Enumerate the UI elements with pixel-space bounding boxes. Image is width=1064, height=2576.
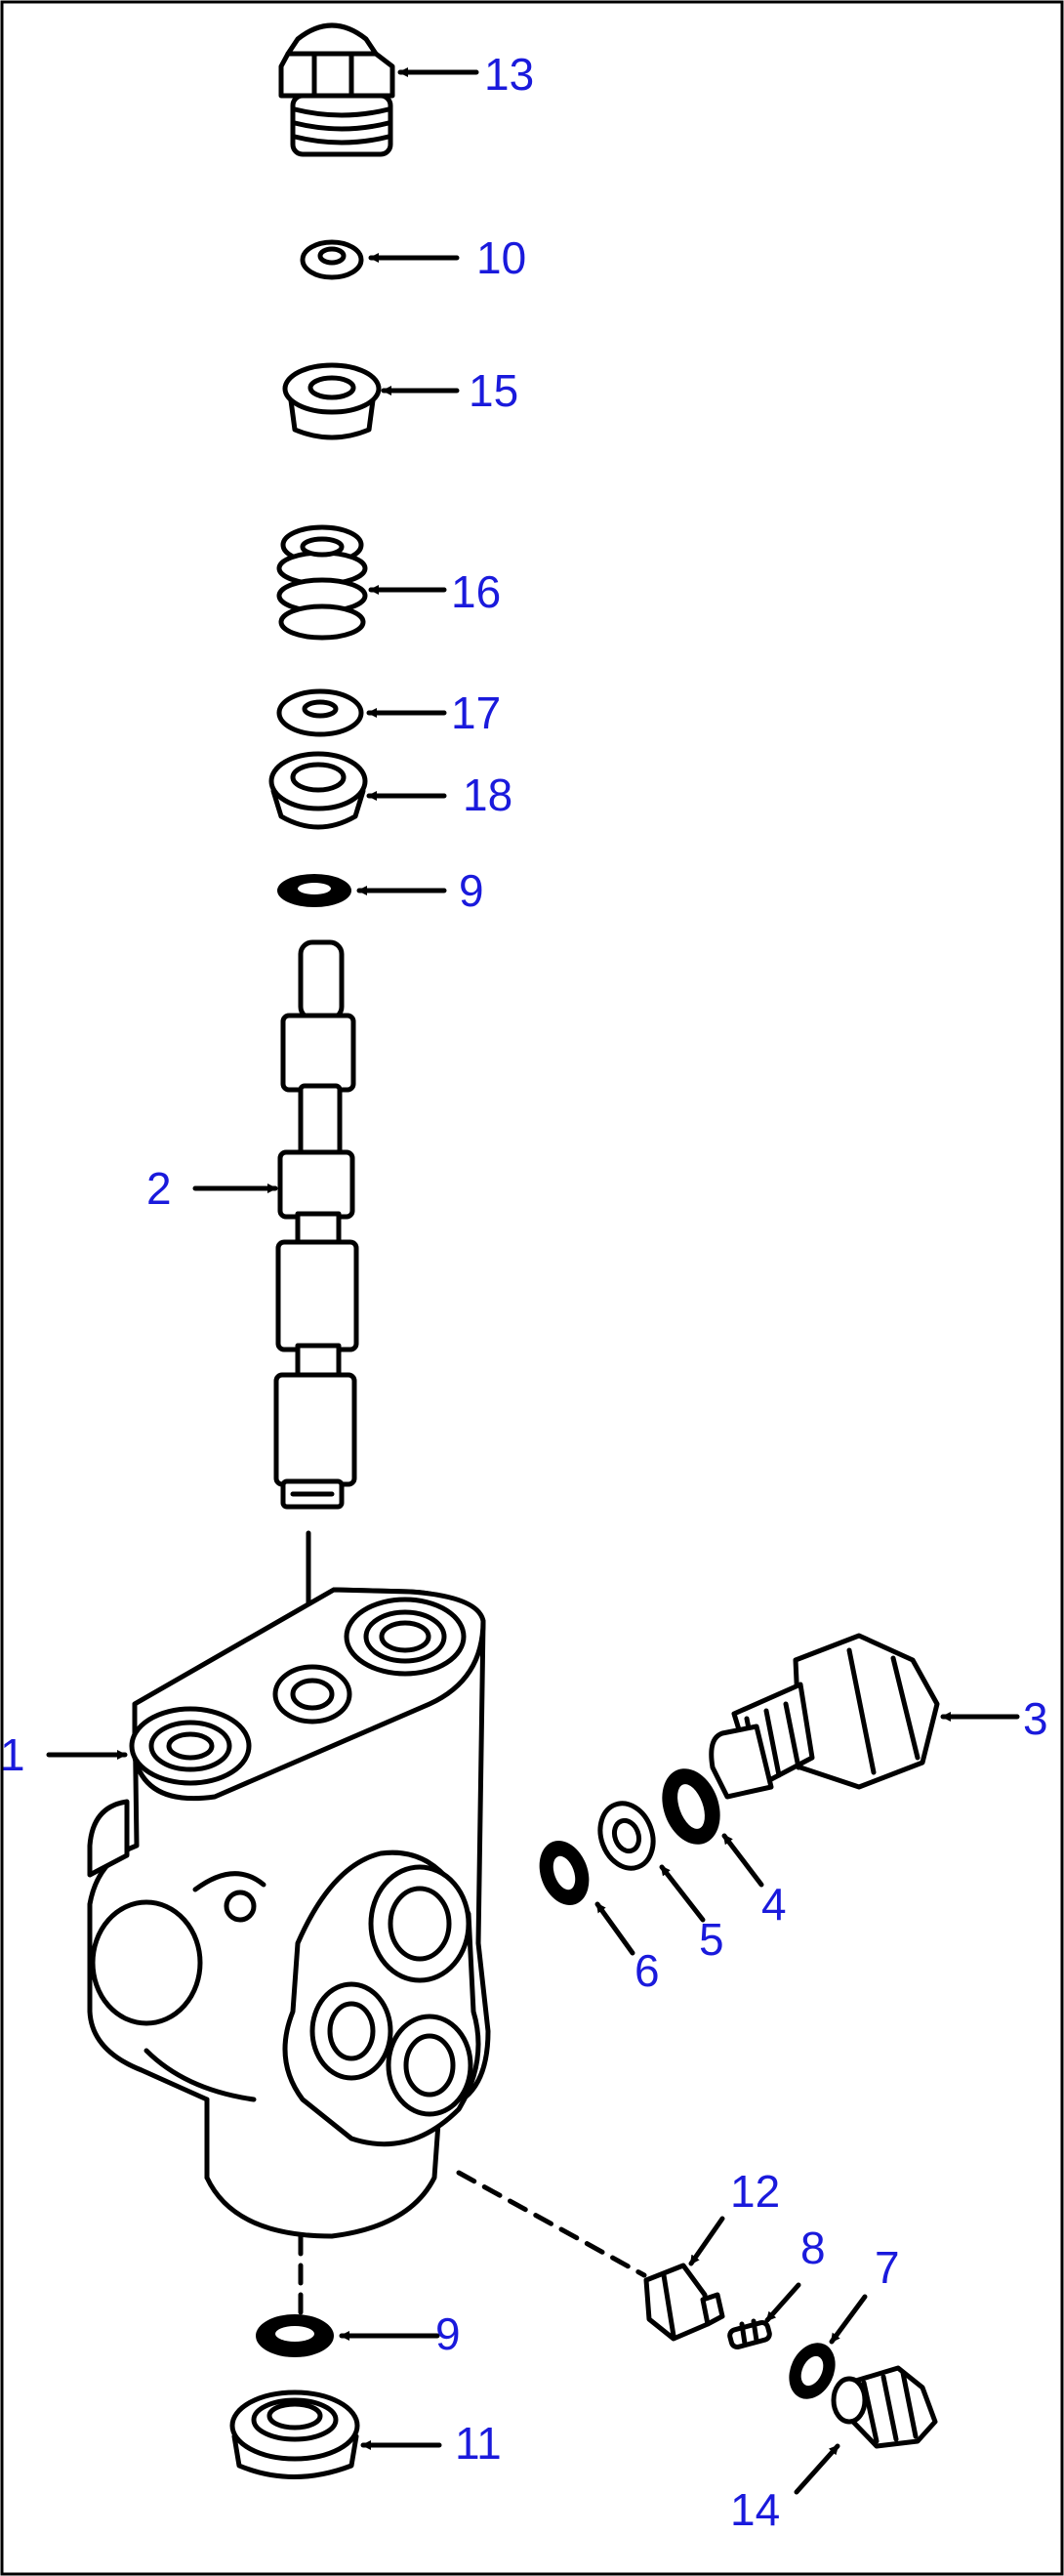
nut-10-drawing [300, 239, 364, 280]
cap-11-drawing [229, 2389, 360, 2479]
callout-16: 16 [451, 566, 501, 617]
callout-6: 6 [634, 1945, 660, 1996]
callout-17: 17 [451, 687, 501, 738]
relief-fitting-3-drawing [709, 1633, 940, 1800]
plug-14-drawing [831, 2365, 938, 2449]
callout-10: 10 [476, 232, 526, 283]
spool-2-drawing [273, 939, 359, 1510]
callout-18: 18 [463, 769, 512, 820]
callout-7: 7 [875, 2242, 900, 2293]
callout-3: 3 [1023, 1693, 1048, 1744]
callout-1: 1 [0, 1729, 25, 1780]
o-ring-6-drawing [539, 1841, 590, 1905]
callout-5: 5 [699, 1914, 724, 1965]
callout-15: 15 [469, 365, 518, 416]
o-ring-9-top-drawing [277, 874, 351, 907]
valve-body-1-drawing [87, 1587, 491, 2239]
fitting-12-drawing [643, 2263, 725, 2342]
callout-2: 2 [146, 1163, 172, 1214]
callout-13: 13 [484, 49, 534, 100]
callout-9-top: 9 [459, 865, 484, 916]
port-center-line [456, 2170, 647, 2278]
o-ring-7-drawing [789, 2343, 836, 2399]
leader-arrows [46, 67, 1020, 2495]
callout-4: 4 [761, 1879, 787, 1930]
pin-8-drawing [727, 2318, 772, 2350]
washer-5-drawing [597, 1801, 656, 1871]
washer-17-drawing [276, 688, 364, 737]
seat-15-drawing [282, 362, 382, 440]
plug-cap-13-drawing [278, 22, 395, 157]
callout-14: 14 [730, 2484, 780, 2535]
callout-12: 12 [730, 2166, 780, 2217]
o-ring-4-drawing [662, 1768, 720, 1845]
o-ring-9-bottom-drawing [256, 2314, 334, 2357]
spring-16-drawing [276, 524, 368, 641]
callout-8: 8 [800, 2223, 826, 2273]
retainer-18-drawing [268, 751, 368, 830]
callout-9-bottom: 9 [435, 2308, 461, 2359]
callout-11: 11 [455, 2418, 502, 2469]
callout-labels: 13 10 15 16 17 18 9 2 1 3 4 5 6 12 8 7 9… [0, 49, 1048, 2535]
